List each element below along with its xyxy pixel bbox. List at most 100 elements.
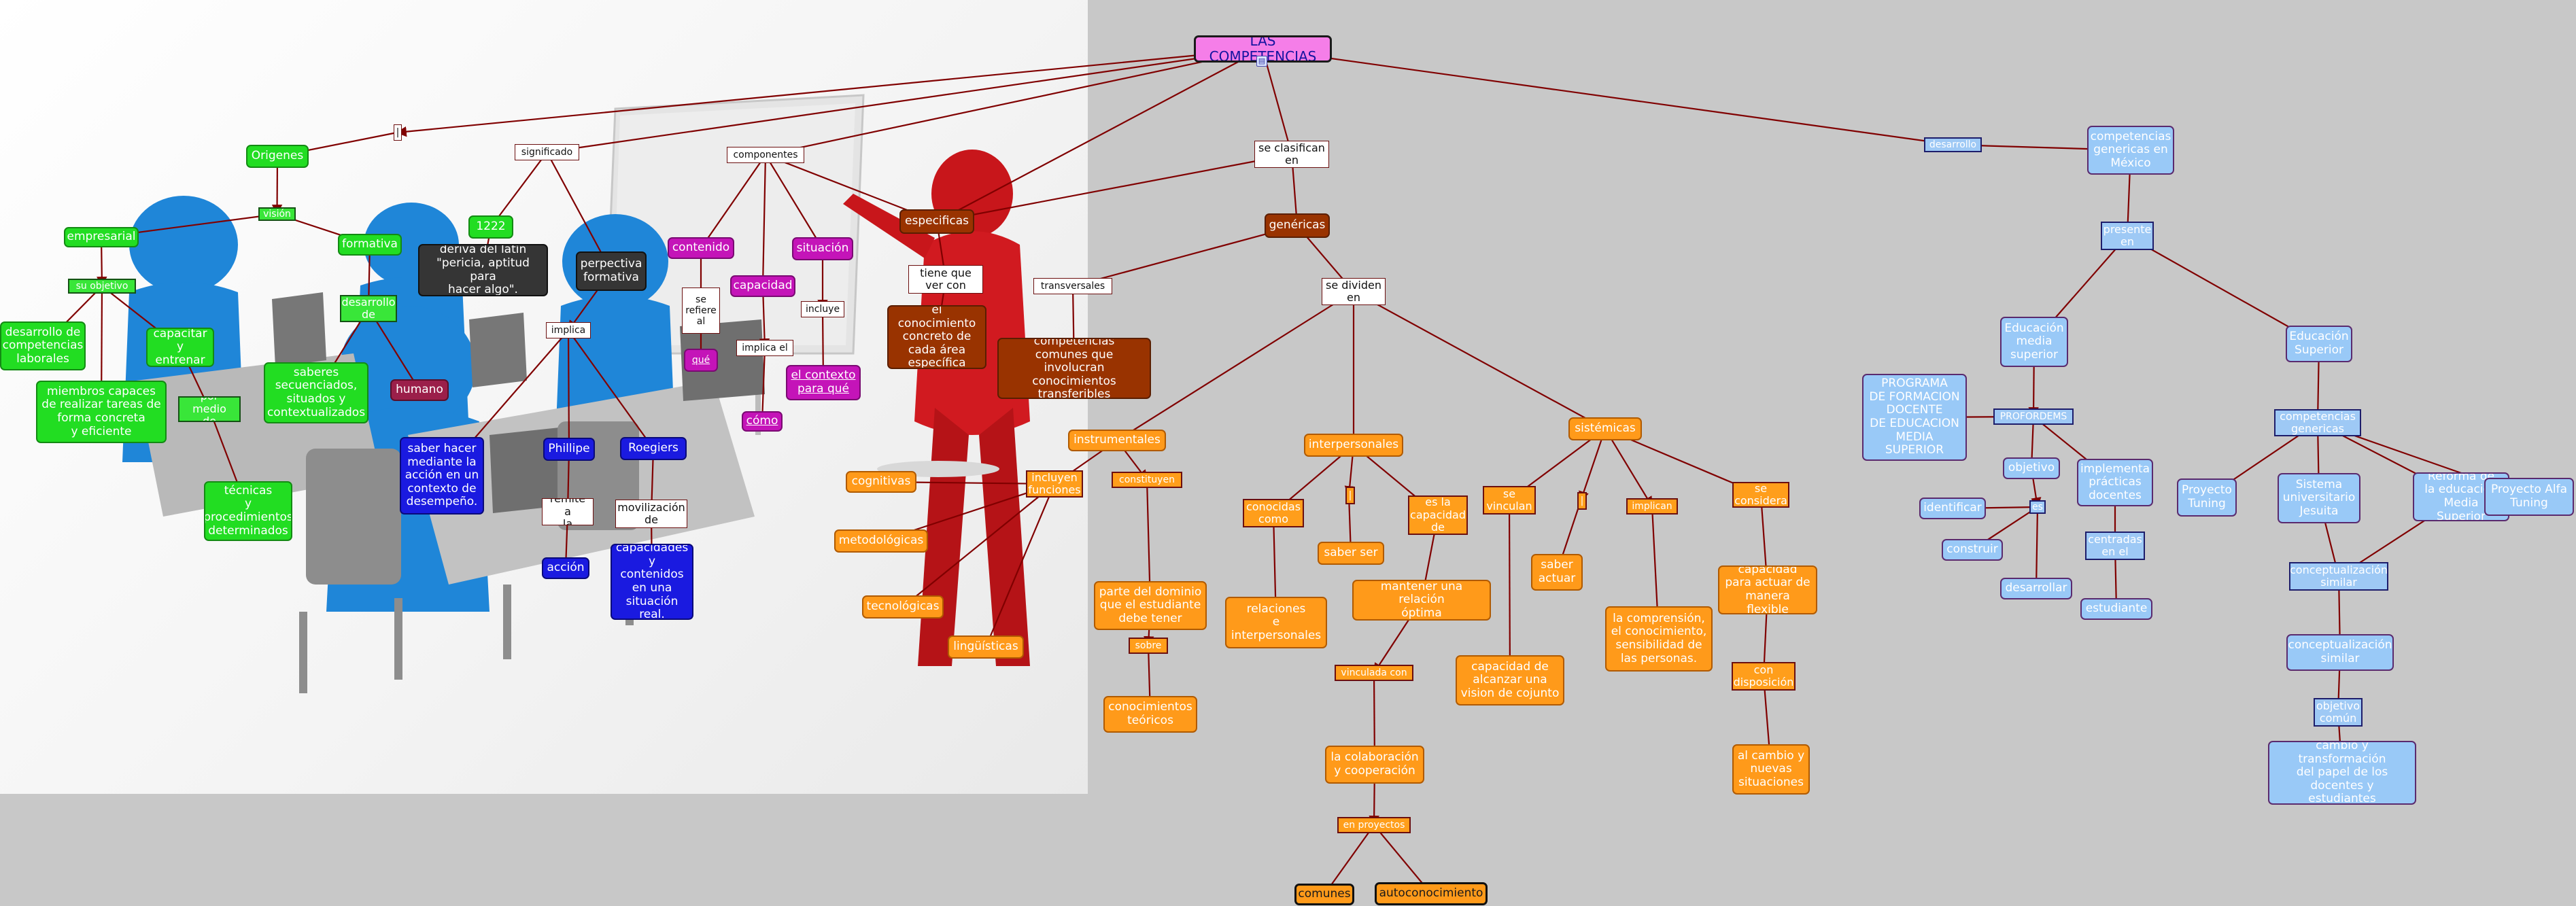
node-pipe-3[interactable]: | [1577, 492, 1587, 510]
node-se-dividen-en[interactable]: se dividen en [1322, 278, 1386, 305]
node-que[interactable]: qué [684, 349, 718, 372]
node-saber-ser[interactable]: saber ser [1318, 542, 1384, 565]
node-constituyen[interactable]: constituyen [1112, 472, 1182, 488]
node-capacitar[interactable]: capacitar y entrenar [146, 328, 214, 367]
node-desarrollo[interactable]: desarrollo [1924, 137, 1982, 152]
node-miembros-capaces[interactable]: miembros capaces de realizar tareas de f… [36, 381, 167, 443]
node-especificas[interactable]: especificas [899, 209, 974, 234]
node-comunes[interactable]: comunes [1294, 884, 1354, 905]
node-contexto-para-que[interactable]: el contexto para qué [786, 365, 861, 400]
node-proyecto-tuning[interactable]: Proyecto Tuning [2177, 478, 2237, 517]
node-accion[interactable]: acción [542, 557, 589, 579]
node-mantener-relacion[interactable]: mantener una relación óptima [1352, 580, 1491, 621]
node-metodologicas[interactable]: metodológicas [834, 529, 928, 553]
node-vinculada-con[interactable]: vinculada con [1335, 665, 1413, 681]
node-tecnicas[interactable]: técnicas y procedimientos determinados [204, 481, 292, 541]
node-se-vinculan[interactable]: se vinculan [1483, 486, 1536, 515]
node-educacion-media-superior[interactable]: Educación media superior [2000, 317, 2068, 367]
node-desarrollar[interactable]: desarrollar [2000, 578, 2072, 599]
node-conocidas-como[interactable]: conocidas como [1243, 499, 1304, 527]
node-se-clasifican-en[interactable]: se clasifican en [1254, 141, 1329, 168]
node-incluyen-funciones[interactable]: incluyen funciones [1026, 470, 1083, 498]
node-relaciones-interpersonales[interactable]: relaciones e interpersonales [1225, 597, 1327, 648]
node-estudiante[interactable]: estudiante [2080, 598, 2152, 620]
node-contenido[interactable]: contenido [668, 237, 734, 259]
node-saberes[interactable]: saberes secuenciados, situados y context… [264, 362, 368, 423]
node-sobre[interactable]: sobre [1129, 638, 1168, 654]
node-capacidades-contenidos[interactable]: capacidades y contenidos en una situació… [611, 544, 693, 620]
node-remite-a-la[interactable]: remite a la [542, 498, 594, 525]
node-competencias-comunes[interactable]: competencias comunes que involucran cono… [997, 338, 1151, 399]
node-movilizacion[interactable]: movilización de [615, 500, 687, 528]
node-con-disposicion[interactable]: con disposición [1732, 662, 1796, 691]
node-desarrollo-competencias[interactable]: desarrollo de competencias laborales [0, 321, 86, 370]
node-se-considera[interactable]: se considera [1732, 482, 1789, 508]
map-title[interactable]: LAS COMPETENCIAS [1194, 35, 1332, 63]
node-pipe-2[interactable]: | [1345, 487, 1355, 504]
node-phillipe[interactable]: Phillipe [543, 438, 595, 461]
node-num-1222[interactable]: 1222 [468, 215, 513, 239]
node-conocimientos-teoricos[interactable]: conocimientos teóricos [1103, 696, 1197, 733]
node-al-cambio[interactable]: al cambio y nuevas situaciones [1732, 744, 1810, 795]
node-es[interactable]: es [2029, 500, 2046, 514]
node-interpersonales[interactable]: interpersonales [1304, 434, 1403, 457]
node-desarrollo-de-1[interactable]: desarrollo de [340, 295, 397, 322]
node-competencias-genericas-mx[interactable]: competencias genericas en México [2087, 126, 2174, 175]
node-perpectiva[interactable]: perpectiva formativa [576, 251, 647, 291]
node-significado[interactable]: significado [515, 144, 579, 160]
node-parte-del-dominio[interactable]: parte del dominio que el estudiante debe… [1094, 581, 1207, 630]
node-su-objetivo[interactable]: su objetivo [68, 279, 136, 294]
node-tiene-que-ver-con[interactable]: tiene que ver con [908, 265, 983, 294]
node-implementa-practicas[interactable]: implementa prácticas docentes [2077, 459, 2153, 506]
node-profordems[interactable]: PROFORDEMS [1993, 408, 2074, 425]
node-objetivo-comun[interactable]: objetivo común [2314, 698, 2363, 727]
node-genericas[interactable]: genéricas [1265, 213, 1330, 238]
node-instrumentales[interactable]: instrumentales [1068, 430, 1166, 451]
node-implica[interactable]: implica [546, 322, 591, 338]
node-en-proyectos[interactable]: en proyectos [1337, 817, 1411, 833]
node-saber-actuar[interactable]: saber actuar [1531, 554, 1583, 591]
node-capacidad[interactable]: capacidad [730, 275, 795, 297]
node-cambio-transformacion[interactable]: cambio y transformación del papel de los… [2268, 741, 2416, 805]
node-proyecto-alfa[interactable]: Proyecto Alfa Tuning [2484, 478, 2574, 516]
node-conceptualizacion-similar[interactable]: conceptualización similar [2286, 634, 2394, 671]
node-se-refiere-al[interactable]: se refiere al [682, 288, 720, 334]
node-capacidad-flexible[interactable]: capacidad para actuar de manera flexible [1718, 565, 1817, 614]
node-sistema-jesuita[interactable]: Sistema universitario Jesuita [2278, 473, 2360, 523]
node-presente-en[interactable]: presente en [2101, 222, 2154, 250]
node-componentes[interactable]: componentes [727, 147, 804, 163]
node-cognitivas[interactable]: cognitivas [846, 471, 916, 493]
node-objetivo[interactable]: objetivo [2003, 457, 2060, 479]
node-educacion-superior[interactable]: Educación Superior [2286, 326, 2352, 362]
node-es-la-capacidad-de[interactable]: es la capacidad de [1408, 495, 1468, 535]
node-incluye[interactable]: incluye [801, 301, 844, 317]
node-visión[interactable]: visión [258, 207, 296, 221]
node-competencias-genericas[interactable]: competencias genericas [2274, 409, 2361, 436]
node-implica-el[interactable]: implica el [736, 340, 793, 356]
node-saber-hacer[interactable]: saber hacer mediante la acción en un con… [400, 437, 484, 515]
node-empresarial[interactable]: empresarial [64, 227, 139, 247]
node-situacion[interactable]: situación [792, 237, 853, 260]
node-capacidad-alcanzar[interactable]: capacidad de alcanzar una vision de coju… [1456, 655, 1564, 705]
node-comprension[interactable]: la comprensión, el conocimiento, sensibi… [1605, 606, 1713, 672]
node-pipe-1[interactable]: | [394, 124, 402, 141]
node-sistemicas[interactable]: sistémicas [1568, 417, 1642, 440]
node-autoconocimiento[interactable]: autoconocimiento [1375, 882, 1488, 905]
node-construir[interactable]: construir [1942, 539, 2003, 561]
node-identificar[interactable]: identificar [1919, 498, 1986, 519]
node-conocimiento-concreto[interactable]: el conocimiento concreto de cada área es… [887, 305, 986, 369]
node-por-medio-de[interactable]: por medio de [178, 396, 241, 422]
node-humano[interactable]: humano [390, 379, 449, 401]
node-roegiers[interactable]: Roegiers [620, 437, 687, 460]
node-implican[interactable]: implican [1626, 498, 1678, 515]
node-transversales[interactable]: transversales [1033, 278, 1112, 294]
node-centradas-en-el[interactable]: centradas en el [2085, 532, 2145, 560]
node-origenes[interactable]: Origenes [246, 145, 309, 168]
node-programa-formacion[interactable]: PROGRAMA DE FORMACION DOCENTE DE EDUCACI… [1862, 374, 1967, 461]
node-como[interactable]: cómo [742, 411, 783, 432]
node-formativa[interactable]: formativa [338, 234, 402, 256]
node-conceptualizacion-similar-lbl[interactable]: conceptualización similar [2289, 562, 2388, 591]
node-tecnologicas[interactable]: tecnológicas [862, 595, 944, 618]
node-colaboracion[interactable]: la colaboración y cooperación [1325, 746, 1424, 784]
node-linguisticas[interactable]: lingüísticas [948, 635, 1024, 659]
